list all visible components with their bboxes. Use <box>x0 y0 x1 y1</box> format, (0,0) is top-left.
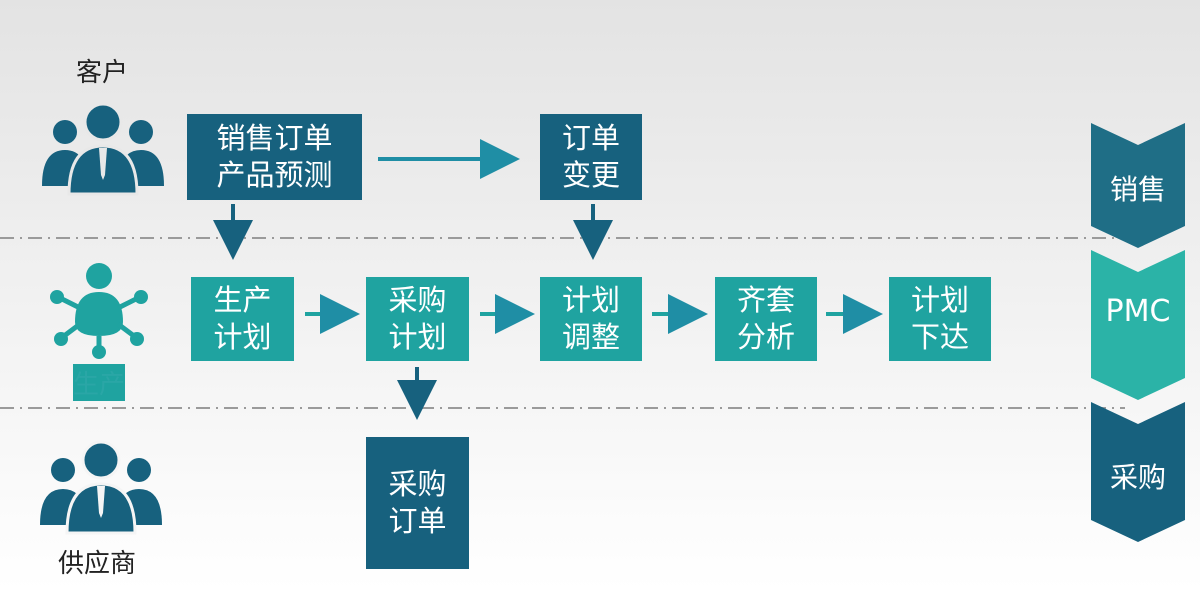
sales-chevron <box>1091 123 1185 248</box>
box-plan-release: 计划 下达 <box>889 277 991 361</box>
chevron-label-purchase: 采购 <box>1109 461 1166 494</box>
pmc-chevron <box>1091 250 1185 400</box>
supplier-group-icon <box>40 440 162 535</box>
lane-label-production: 生产 <box>73 364 126 401</box>
production-node-icons <box>50 290 148 359</box>
chevron-label-sales: 销售 <box>1109 173 1166 206</box>
box-purchase-plan: 采购 计划 <box>366 277 469 361</box>
production-network-icon <box>58 263 140 350</box>
purchase-chevron <box>1091 402 1185 542</box>
box-production-plan: 生产 计划 <box>191 277 294 361</box>
chevron-label-pmc: PMC <box>1105 294 1171 329</box>
box-plan-adjust: 计划 调整 <box>540 277 642 361</box>
box-order-change: 订单 变更 <box>540 114 642 200</box>
customer-group-icon <box>42 102 164 196</box>
lane-label-customer: 客户 <box>76 58 129 88</box>
box-sales-order-forecast: 销售订单 产品预测 <box>187 114 362 200</box>
lane-label-supplier: 供应商 <box>58 549 137 579</box>
box-purchase-order: 采购 订单 <box>366 437 469 569</box>
box-kit-analysis: 齐套 分析 <box>715 277 817 361</box>
